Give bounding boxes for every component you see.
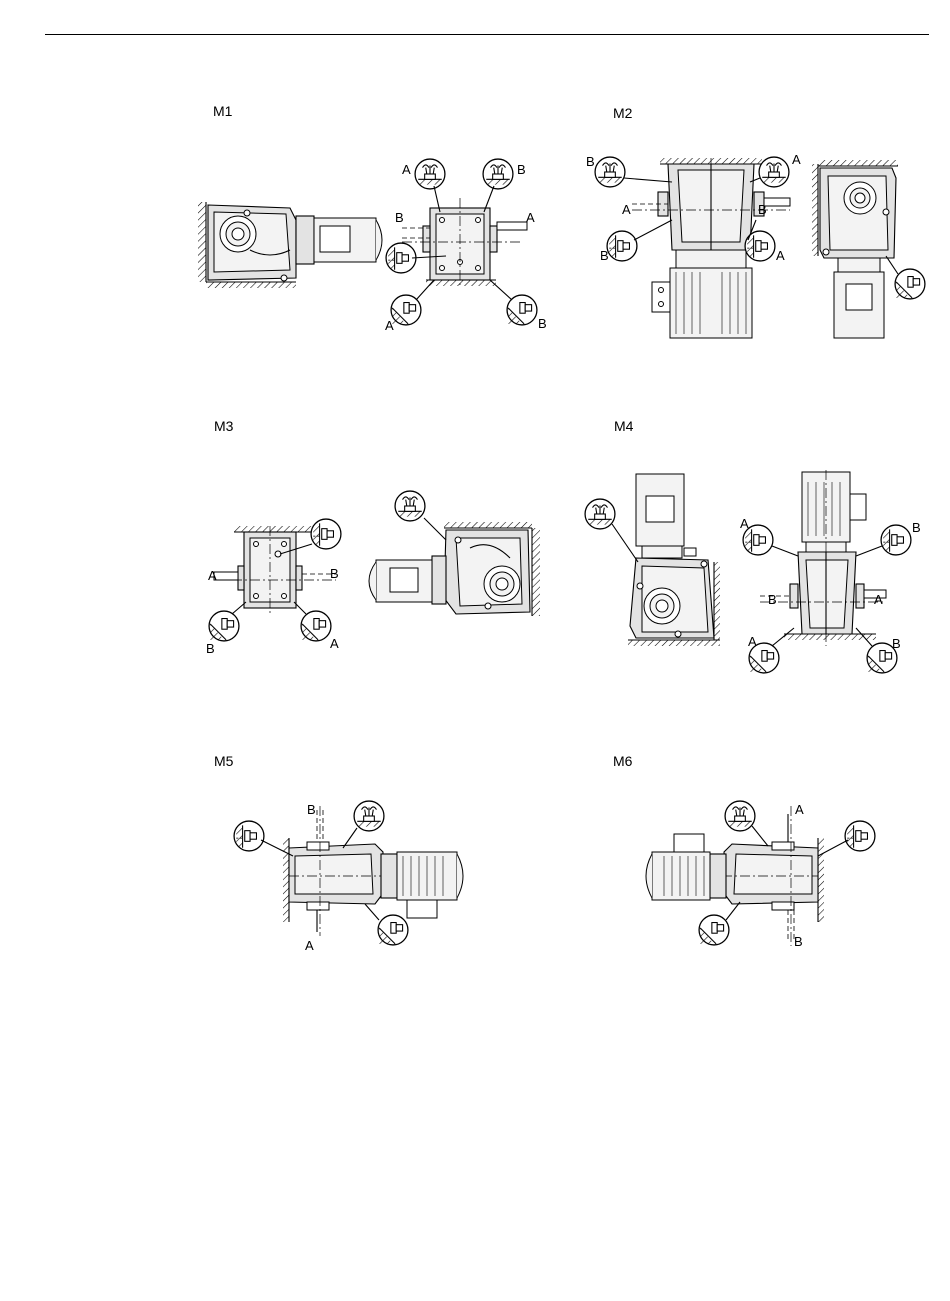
marker-a: A (748, 634, 757, 649)
figure-m6: A B (640, 796, 890, 956)
marker-b: B (206, 641, 215, 656)
oil-level-icon (607, 231, 637, 261)
gear-unit-front-view-m4 (760, 470, 886, 646)
gear-unit-side-view-m4 (628, 474, 720, 646)
marker-b: B (330, 566, 339, 581)
oil-drain-icon (378, 915, 408, 945)
header-rule (45, 34, 929, 35)
figure-m3: A B B A (200, 488, 560, 658)
marker-a: A (208, 568, 217, 583)
oil-drain-icon (699, 915, 729, 945)
gear-unit-side-view-m2 (812, 160, 898, 338)
oil-level-icon (386, 243, 416, 273)
oil-level-icon (845, 821, 875, 851)
position-label-m6: M6 (613, 754, 632, 768)
position-label-m4: M4 (614, 419, 633, 433)
marker-a: A (795, 802, 804, 817)
marker-a: A (622, 202, 631, 217)
marker-a: A (776, 248, 785, 263)
position-label-m3: M3 (214, 419, 233, 433)
marker-a: A (402, 162, 411, 177)
marker-a: A (792, 152, 801, 167)
breather-vent-icon (354, 801, 384, 831)
oil-drain-icon (895, 269, 925, 299)
breather-vent-icon (395, 491, 425, 521)
oil-level-icon (311, 519, 341, 549)
marker-b: B (912, 520, 921, 535)
marker-b: B (307, 802, 316, 817)
breather-vent-icon (585, 499, 615, 529)
breather-vent-icon (595, 157, 625, 187)
figure-m4: A B B A A B (580, 466, 940, 682)
position-label-m5: M5 (214, 754, 233, 768)
breather-vent-icon (483, 159, 513, 189)
marker-a: A (526, 210, 535, 225)
marker-b: B (600, 248, 609, 263)
marker-a: A (305, 938, 314, 953)
position-label-m1: M1 (213, 104, 232, 118)
figure-m1: A B B A A B (190, 150, 560, 350)
figure-m2: B A A B B A (580, 150, 940, 350)
breather-vent-icon (759, 157, 789, 187)
oil-drain-icon (209, 611, 239, 641)
marker-a: A (740, 516, 749, 531)
marker-b: B (768, 592, 777, 607)
marker-b: B (395, 210, 404, 225)
oil-drain-icon (301, 611, 331, 641)
marker-b: B (794, 934, 803, 949)
gear-unit-side-view-m1 (198, 202, 382, 288)
oil-level-icon (234, 821, 264, 851)
marker-a: A (330, 636, 339, 651)
marker-b: B (586, 154, 595, 169)
marker-b: B (892, 636, 901, 651)
oil-level-icon (881, 525, 911, 555)
marker-b: B (517, 162, 526, 177)
breather-vent-icon (725, 801, 755, 831)
figure-m5: B A (225, 796, 475, 956)
breather-vent-icon (415, 159, 445, 189)
position-label-m2: M2 (613, 106, 632, 120)
marker-b: B (538, 316, 547, 331)
marker-a: A (874, 592, 883, 607)
marker-a: A (385, 318, 394, 333)
gear-unit-end-view-m1 (402, 198, 527, 288)
gear-unit-side-view-m3 (369, 522, 540, 616)
marker-b: B (758, 202, 767, 217)
